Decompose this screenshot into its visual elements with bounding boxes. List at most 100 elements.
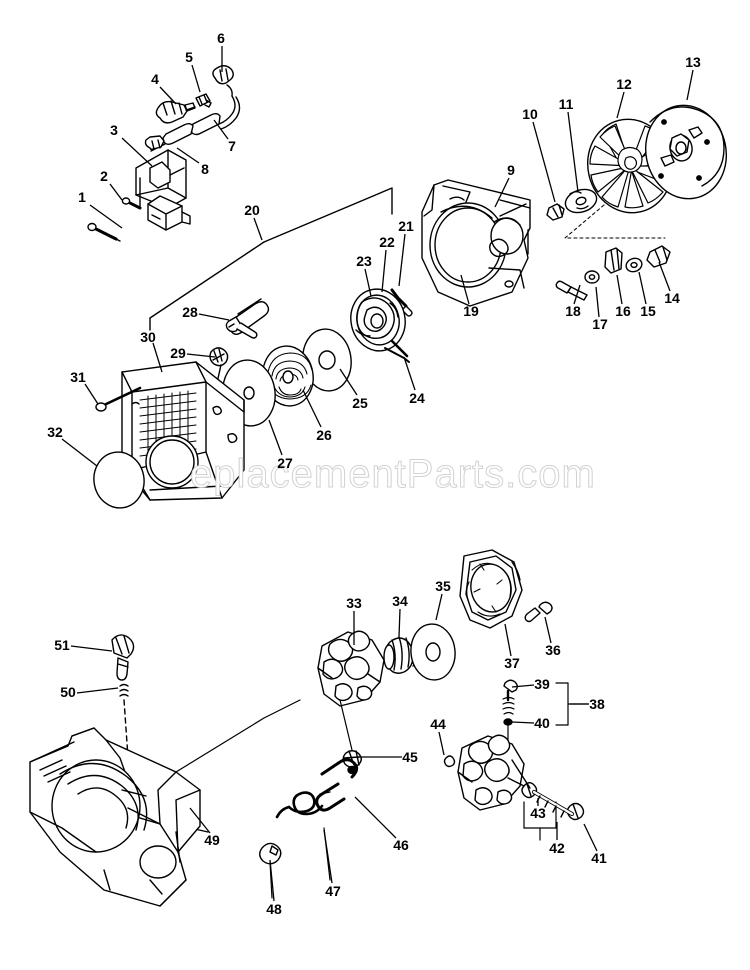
part-2-screw xyxy=(121,197,142,210)
callout-number-15[interactable]: 15 xyxy=(640,303,656,319)
part-36-screw xyxy=(524,601,553,623)
part-44-screw xyxy=(443,755,456,768)
callout-number-36[interactable]: 36 xyxy=(545,642,561,658)
part-51-oil-cap xyxy=(111,634,135,681)
part-13-clutch-drum xyxy=(644,104,728,200)
part-35-shim-washer xyxy=(410,623,456,681)
callout-number-35[interactable]: 35 xyxy=(435,578,451,594)
callout-leader-39 xyxy=(511,684,535,688)
callout-number-14[interactable]: 14 xyxy=(664,290,680,306)
callout-leader-27 xyxy=(268,419,283,456)
callout-leader-40 xyxy=(511,721,535,724)
callout-number-4[interactable]: 4 xyxy=(151,71,159,87)
callout-number-49[interactable]: 49 xyxy=(204,832,220,848)
callout-leader-26 xyxy=(302,389,322,428)
callout-leader-41 xyxy=(583,823,598,852)
part-29-rope-bushing xyxy=(207,347,229,409)
callout-number-10[interactable]: 10 xyxy=(522,106,538,122)
part-20-leader-right xyxy=(263,187,393,243)
callout-number-21[interactable]: 21 xyxy=(398,218,414,234)
callout-number-26[interactable]: 26 xyxy=(316,427,332,443)
callout-number-8[interactable]: 8 xyxy=(201,161,209,177)
callout-leader-18 xyxy=(573,284,581,305)
callout-number-33[interactable]: 33 xyxy=(346,595,362,611)
callout-number-3[interactable]: 3 xyxy=(110,122,118,138)
callout-number-2[interactable]: 2 xyxy=(100,168,108,184)
callout-number-40[interactable]: 40 xyxy=(534,715,550,731)
callout-number-43[interactable]: 43 xyxy=(530,805,546,821)
callout-leader-37 xyxy=(504,623,512,657)
callout-leader-20 xyxy=(253,217,263,241)
callout-number-45[interactable]: 45 xyxy=(402,749,418,765)
callout-number-50[interactable]: 50 xyxy=(60,684,76,700)
callout-number-51[interactable]: 51 xyxy=(54,637,70,653)
callout-number-34[interactable]: 34 xyxy=(392,593,408,609)
callout-number-28[interactable]: 28 xyxy=(182,304,198,320)
part-16-nut xyxy=(604,247,623,274)
callout-leader-10 xyxy=(532,121,556,203)
callout-number-30[interactable]: 30 xyxy=(140,329,156,345)
callout-number-9[interactable]: 9 xyxy=(507,162,515,178)
callout-leader-21 xyxy=(398,233,406,287)
callout-number-27[interactable]: 27 xyxy=(277,455,293,471)
callout-leader-35 xyxy=(435,593,443,621)
callout-number-6[interactable]: 6 xyxy=(217,30,225,46)
callout-number-22[interactable]: 22 xyxy=(379,234,395,250)
part-1-screw xyxy=(87,222,121,242)
callout-number-23[interactable]: 23 xyxy=(356,253,372,269)
callout-leader-31 xyxy=(84,383,99,405)
callout-number-12[interactable]: 12 xyxy=(616,76,632,92)
callout-number-37[interactable]: 37 xyxy=(504,655,520,671)
callout-leader-49 xyxy=(189,807,211,834)
callout-leader-46 xyxy=(354,796,397,839)
callout-number-25[interactable]: 25 xyxy=(352,395,368,411)
part-19-fan-housing xyxy=(421,179,531,307)
part-21-screw xyxy=(390,288,413,317)
callout-number-16[interactable]: 16 xyxy=(615,303,631,319)
callout-leader-16 xyxy=(616,274,623,305)
callout-leader-15 xyxy=(638,271,647,305)
part-31-screw xyxy=(95,386,142,412)
callout-leader-44 xyxy=(438,731,445,756)
part-8-connector xyxy=(144,135,165,151)
callout-number-18[interactable]: 18 xyxy=(565,303,581,319)
callout-leader-22 xyxy=(381,249,387,293)
part-6-fitting xyxy=(212,65,234,97)
callout-number-11[interactable]: 11 xyxy=(558,96,574,112)
callout-number-32[interactable]: 32 xyxy=(47,424,63,440)
callout-number-48[interactable]: 48 xyxy=(266,901,282,917)
callout-leader-36 xyxy=(544,616,552,644)
callout-leader-7 xyxy=(213,119,229,140)
callout-number-42[interactable]: 42 xyxy=(549,840,565,856)
callout-number-29[interactable]: 29 xyxy=(170,345,186,361)
callout-leader-8 xyxy=(176,147,200,164)
callout-leader-4 xyxy=(159,86,177,105)
callout-number-7[interactable]: 7 xyxy=(228,138,236,154)
part-42-oil-line xyxy=(532,790,574,818)
callout-number-44[interactable]: 44 xyxy=(430,716,446,732)
callout-number-39[interactable]: 39 xyxy=(534,676,550,692)
part-oil-pump-lower xyxy=(457,734,531,811)
callout-number-46[interactable]: 46 xyxy=(393,837,409,853)
callout-number-41[interactable]: 41 xyxy=(591,850,607,866)
callout-number-19[interactable]: 19 xyxy=(463,303,479,319)
callout-number-17[interactable]: 17 xyxy=(592,316,608,332)
callout-number-1[interactable]: 1 xyxy=(78,189,86,205)
callout-leader-17 xyxy=(595,286,600,318)
callout-leader-25 xyxy=(339,368,358,396)
callout-number-38[interactable]: 38 xyxy=(589,696,605,712)
part-10-nut xyxy=(546,203,565,221)
part-3-ignition-module xyxy=(135,149,191,231)
callout-number-24[interactable]: 24 xyxy=(409,390,425,406)
callout-leader-51 xyxy=(70,645,113,652)
callout-number-31[interactable]: 31 xyxy=(70,369,86,385)
callout-number-20[interactable]: 20 xyxy=(244,202,260,218)
part-25-washer xyxy=(302,328,352,392)
callout-number-13[interactable]: 13 xyxy=(685,54,701,70)
callout-leader-12 xyxy=(616,91,625,119)
callout-leader-1 xyxy=(89,204,123,229)
part-7-lead xyxy=(150,95,241,152)
callout-number-5[interactable]: 5 xyxy=(185,49,193,65)
callout-number-47[interactable]: 47 xyxy=(325,883,341,899)
